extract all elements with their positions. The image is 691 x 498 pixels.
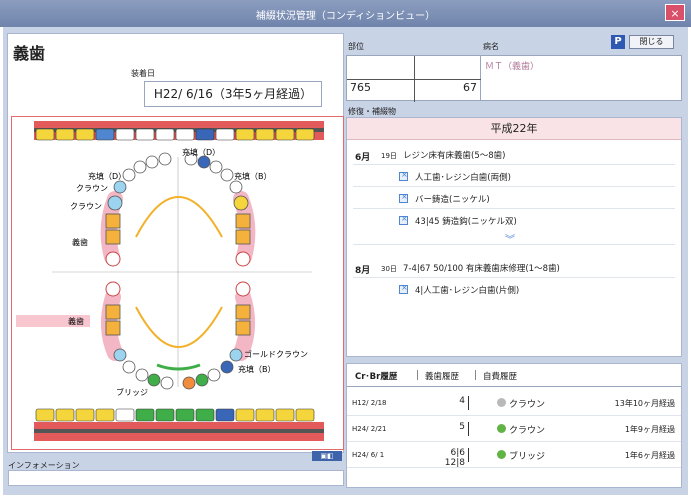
history-name: クラウン xyxy=(509,400,546,410)
label-lower-denture: 義歯 xyxy=(68,316,84,326)
history-elapsed: 1年9ヶ月経過 xyxy=(624,425,675,434)
site-label: 部位 xyxy=(348,42,364,51)
divider xyxy=(353,277,675,278)
history-name: ブリッジ xyxy=(509,452,546,462)
month-june: 6月 xyxy=(355,153,371,163)
right-panel: 部位 病名 P 閉じる 765 67 ＭＴ（義歯） 修復・補綴物 平成22年 6… xyxy=(346,33,682,488)
label-gold-crown: ゴールドクラウン xyxy=(244,349,308,359)
disease-box: ＭＴ（義歯） xyxy=(481,55,682,101)
divider xyxy=(353,244,675,245)
bridge-connector xyxy=(156,363,201,371)
tab-separator xyxy=(417,370,418,380)
treatment-history-panel: 平成22年 6月 19日 レジン床有床義歯(5～8歯) 人工歯･レジン白歯(両側… xyxy=(346,117,682,357)
history-row[interactable]: H12/ 2/18 4 クラウン 13年10ヶ月経過 xyxy=(347,390,681,416)
status-dot-icon xyxy=(497,450,506,459)
lower-rail-dark xyxy=(34,429,324,433)
entry-sub-2: バー鋳造(ニッケル) xyxy=(415,195,490,205)
wear-date-label: 装着日 xyxy=(131,69,155,78)
tab-crbr-history[interactable]: Cr･Br履歴 xyxy=(355,372,398,382)
lower-rail-red-2 xyxy=(34,433,324,441)
history-row[interactable]: H24/ 6/ 1 6|6 12|8 ブリッジ 1年6ヶ月経過 xyxy=(347,442,681,468)
info-label: インフォメーション xyxy=(8,461,80,470)
label-upper-fill-d-center: 充填（D） xyxy=(182,147,220,157)
history-tooth: 6|6 12|8 xyxy=(431,448,469,468)
label-upper-crown-2: クラウン xyxy=(70,202,102,211)
disease-name: ＭＴ（義歯） xyxy=(485,62,540,72)
tab-underline xyxy=(347,386,681,387)
expand-chevron-icon[interactable]: ︾ xyxy=(505,235,515,246)
history-date: H24/ 6/ 1 xyxy=(352,451,385,459)
entry-sub-3: 43|45 鋳造鈎(ニッケル双) xyxy=(415,217,517,227)
label-upper-fill-d: 充填（D） xyxy=(88,171,126,181)
check-icon[interactable] xyxy=(399,283,408,294)
day-30: 30日 xyxy=(381,265,397,273)
day-19: 19日 xyxy=(381,152,397,160)
month-august: 8月 xyxy=(355,266,371,276)
history-tooth: 4 xyxy=(431,396,469,410)
lower-arch-arrow xyxy=(135,306,223,348)
lower-teeth-row[interactable] xyxy=(35,408,315,422)
tab-separator xyxy=(475,370,476,380)
label-upper-denture: 義歯 xyxy=(72,237,88,247)
entry-denture-main[interactable]: レジン床有床義歯(5～8歯) xyxy=(403,151,506,161)
info-toggle-icon[interactable]: ▣◧ xyxy=(312,451,342,461)
history-date: H12/ 2/18 xyxy=(352,399,387,407)
treatment-type-heading: 義歯 xyxy=(13,44,46,63)
window-title: 補綴状況管理（コンディションビュー） xyxy=(255,11,436,22)
history-name: クラウン xyxy=(509,426,546,436)
tab-private-history[interactable]: 自費履歴 xyxy=(483,372,518,382)
upper-rail-red xyxy=(34,121,324,128)
wear-date-field: H22/ 6/16（3年5ヶ月経過） xyxy=(144,81,322,107)
upper-arch-arrow xyxy=(135,196,223,238)
site-chart-hline xyxy=(347,79,482,80)
dental-chart-svg: 充填（D） 充填（D） 充填（B） クラウン クラウン 義歯 義歯 ゴールドクラ… xyxy=(16,121,324,441)
status-dot-icon xyxy=(497,398,506,407)
disease-label: 病名 xyxy=(483,42,499,51)
history-row[interactable]: H24/ 2/21 5 クラウン 1年9ヶ月経過 xyxy=(347,416,681,442)
lower-arch-teeth[interactable] xyxy=(105,281,251,390)
lower-rail-red xyxy=(34,422,324,429)
entry-sub-1: 人工歯･レジン白歯(両側) xyxy=(415,173,511,183)
history-tabs-panel: Cr･Br履歴 義歯履歴 自費履歴 H12/ 2/18 4 クラウン 13年10… xyxy=(346,363,682,488)
window-close-button[interactable]: × xyxy=(665,4,685,21)
history-elapsed: 1年6ヶ月経過 xyxy=(624,451,675,460)
title-bar: 補綴状況管理（コンディションビュー） × xyxy=(0,0,691,27)
label-bridge: ブリッジ xyxy=(116,387,148,397)
dental-chart[interactable]: 充填（D） 充填（D） 充填（B） クラウン クラウン 義歯 義歯 ゴールドクラ… xyxy=(11,116,344,450)
label-upper-fill-b: 充填（B） xyxy=(234,171,272,181)
divider xyxy=(353,186,675,187)
close-button[interactable]: 閉じる xyxy=(629,35,674,49)
divider xyxy=(353,164,675,165)
check-icon[interactable] xyxy=(399,214,408,225)
p-icon[interactable]: P xyxy=(611,35,625,49)
site-right-teeth: 765 xyxy=(350,81,371,94)
check-icon[interactable] xyxy=(399,170,408,181)
site-left-teeth: 67 xyxy=(463,81,477,94)
lower-denture-label-bg xyxy=(16,315,90,327)
treatment-label: 修復・補綴物 xyxy=(348,107,396,116)
label-lower-fill-b: 充填（B） xyxy=(238,364,276,374)
info-field[interactable] xyxy=(8,470,344,486)
history-elapsed: 13年10ヶ月経過 xyxy=(614,399,675,408)
history-tooth: 5 xyxy=(431,422,469,436)
status-dot-icon xyxy=(497,424,506,433)
upper-teeth-row[interactable] xyxy=(35,128,315,141)
era-header: 平成22年 xyxy=(347,118,681,140)
entry-denture-repair[interactable]: 7-4|67 50/100 有床義歯床修理(1～8歯) xyxy=(403,264,560,274)
entry-sub-4: 4|人工歯･レジン白歯(片側) xyxy=(415,286,520,296)
upper-arch-teeth[interactable] xyxy=(105,152,251,267)
check-icon[interactable] xyxy=(399,192,408,203)
tab-denture-history[interactable]: 義歯履歴 xyxy=(425,372,460,382)
site-chart: 765 67 xyxy=(346,55,482,102)
divider xyxy=(353,208,675,209)
label-upper-crown-1: クラウン xyxy=(76,184,108,193)
history-date: H24/ 2/21 xyxy=(352,425,387,433)
